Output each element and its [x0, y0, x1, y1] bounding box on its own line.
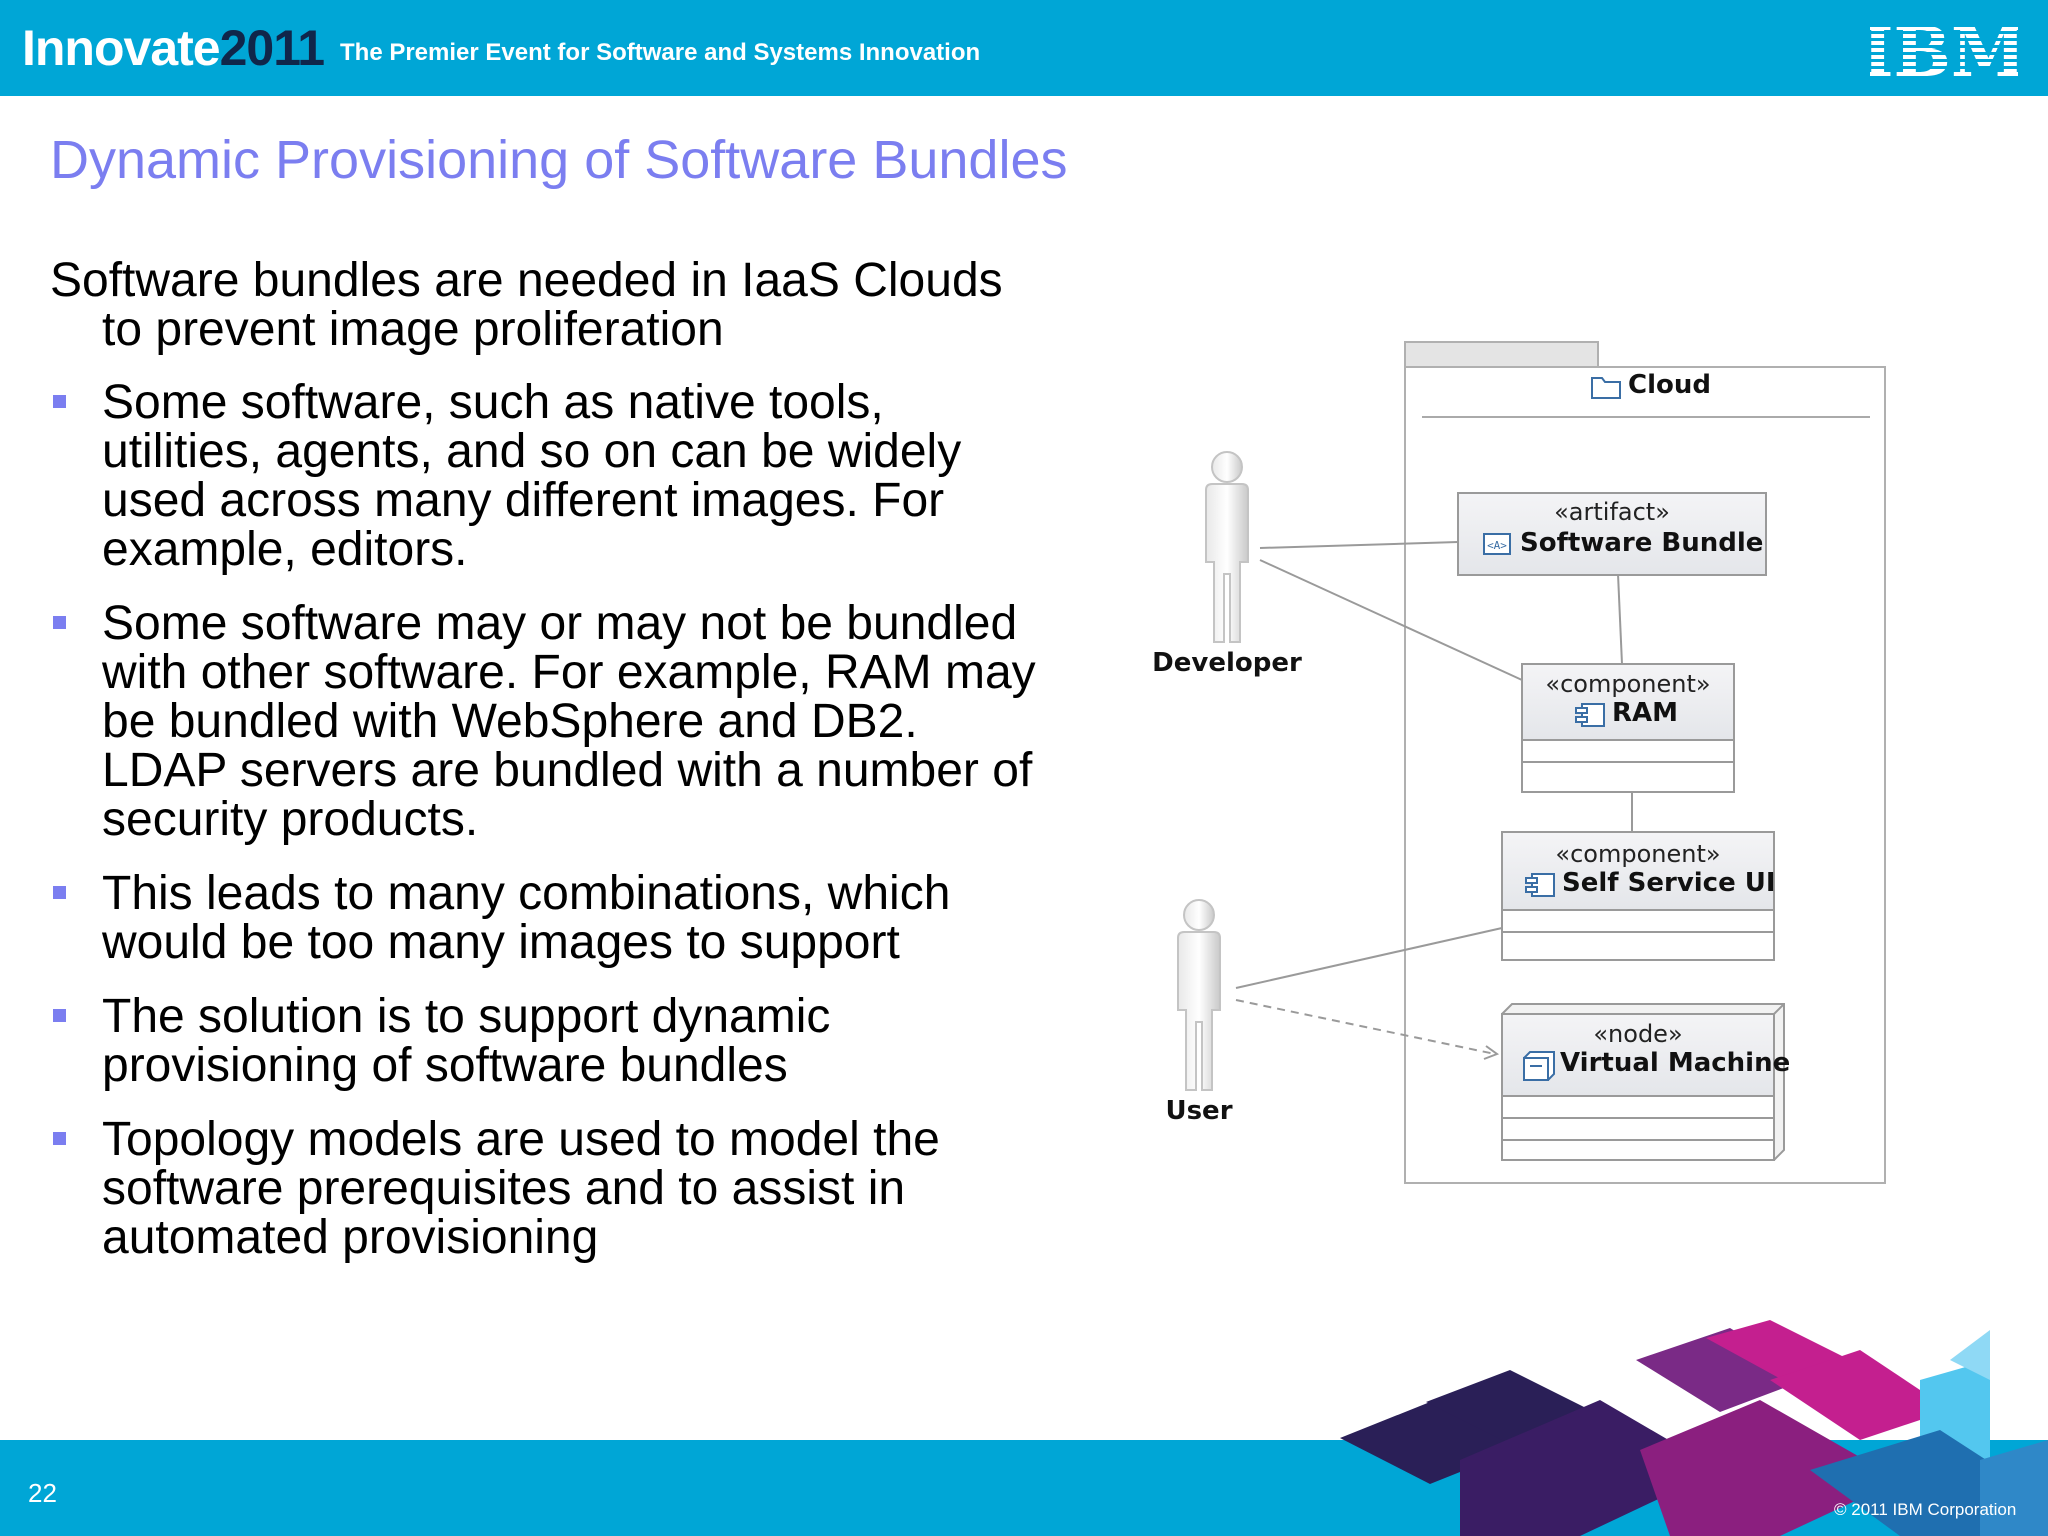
decorative-graphic [1340, 1320, 2048, 1536]
slide-title: Dynamic Provisioning of Software Bundles [50, 130, 1068, 190]
node-name: Virtual Machine [1560, 1048, 1791, 1078]
folder-icon [1591, 377, 1621, 399]
bullet-icon [53, 616, 66, 629]
bullet-icon [53, 395, 66, 408]
virtual-machine-node-box [1501, 1003, 1785, 1161]
bullet-item: Some software may or may not be bundled … [50, 599, 1050, 844]
event-brand: Innovate2011 [22, 18, 325, 78]
association-lines [1235, 541, 1633, 1060]
bullet-icon [53, 886, 66, 899]
artifact-name: Software Bundle [1520, 528, 1764, 558]
bullet-item: The solution is to support dynamic provi… [50, 992, 1050, 1090]
artifact-stereotype: «artifact» [1554, 498, 1670, 526]
bullet-item: Topology models are used to model the so… [50, 1115, 1050, 1262]
slide-body: Software bundles are needed in IaaS Clou… [50, 256, 1050, 1287]
actor-name: Developer [1152, 648, 1302, 678]
actor-name: User [1165, 1096, 1233, 1126]
bullet-icon [53, 1009, 66, 1022]
component-name: RAM [1612, 698, 1679, 728]
bullet-item: Some software, such as native tools, uti… [50, 378, 1050, 574]
bullet-text: The solution is to support dynamic provi… [102, 990, 831, 1092]
page-number: 22 [28, 1478, 57, 1508]
bullet-text: This leads to many combinations, which w… [102, 867, 951, 969]
ram-component-box [1521, 663, 1735, 793]
bullet-icon [53, 1132, 66, 1145]
header-bar [0, 0, 2048, 96]
bullet-text: Some software, such as native tools, uti… [102, 376, 962, 576]
uml-deployment-diagram: <A> [1140, 330, 1920, 1210]
actor-icon [1177, 899, 1221, 1091]
package-name: Cloud [1628, 370, 1711, 400]
actor-icon [1205, 451, 1249, 643]
component-icon [1575, 703, 1605, 727]
ibm-logo-text: IBM [1870, 18, 2018, 78]
component-icon [1525, 873, 1555, 897]
copyright-text: © 2011 IBM Corporation [1834, 1500, 2017, 1519]
component-stereotype: «component» [1545, 670, 1711, 698]
artifact-icon: <A> [1483, 533, 1511, 555]
brand-year: 2011 [219, 20, 325, 76]
bullet-text: Some software may or may not be bundled … [102, 597, 1036, 846]
svg-text:<A>: <A> [1487, 539, 1507, 552]
event-tagline: The Premier Event for Software and Syste… [340, 39, 981, 66]
bullet-text: Topology models are used to model the so… [102, 1113, 940, 1264]
intro-text: Software bundles are needed in IaaS Clou… [50, 254, 1003, 356]
component-name: Self Service UI [1562, 868, 1776, 898]
bullet-list: Some software, such as native tools, uti… [50, 378, 1050, 1262]
node-stereotype: «node» [1593, 1020, 1683, 1048]
ibm-logo: IBM [1870, 18, 2018, 78]
node-icon [1523, 1051, 1555, 1081]
brand-name: Innovate [22, 20, 221, 76]
component-stereotype: «component» [1555, 840, 1721, 868]
bullet-item: This leads to many combinations, which w… [50, 869, 1050, 967]
